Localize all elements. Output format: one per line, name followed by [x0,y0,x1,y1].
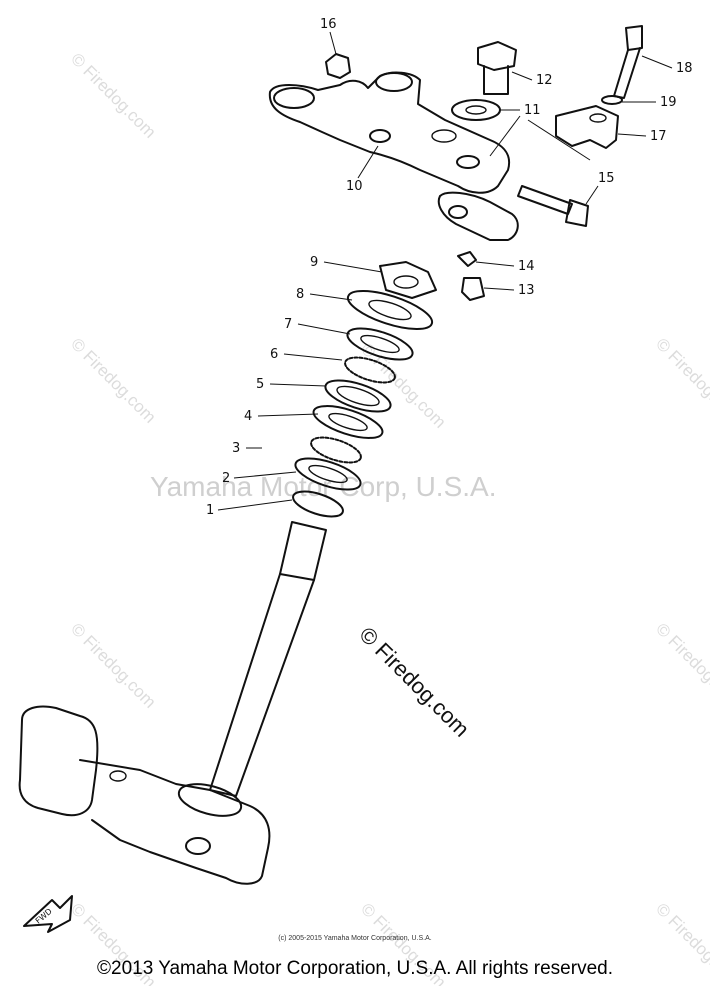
callouts: 1 2 3 4 5 6 7 8 9 10 11 12 13 14 15 16 1… [206,17,693,518]
callout-17: 17 [650,129,667,144]
callout-14: 14 [518,259,535,274]
callout-5: 5 [256,377,264,392]
callout-12: 12 [536,73,553,88]
callout-1: 1 [206,503,214,518]
fwd-arrow: FWD [23,895,73,933]
firedog-watermark-tl: © Firedog.com [67,49,159,141]
callout-15: 15 [598,171,615,186]
watermark-layer: Yamaha Motor Corp, U.S.A. © Firedog.com … [67,49,710,986]
firedog-watermark-br: © Firedog.com [652,619,710,711]
firedog-watermark-ml: © Firedog.com [67,334,159,426]
callout-19: 19 [660,95,677,110]
top-hardware [325,25,643,301]
callout-3: 3 [232,441,240,456]
callout-9: 9 [310,255,318,270]
callout-13: 13 [518,283,535,298]
callout-7: 7 [284,317,292,332]
firedog-watermark-tr: © Firedog.com [652,334,710,426]
callout-16: 16 [320,17,337,32]
callout-8: 8 [296,287,304,302]
fwd-label: FWD [34,907,54,926]
firedog-watermark-center: © Firedog.com [354,622,474,742]
callout-18: 18 [676,61,693,76]
copyright-small: (c) 2005-2015 Yamaha Motor Corporation, … [278,935,432,942]
firedog-watermark-bl: © Firedog.com [67,619,159,711]
bearing-stack [292,261,437,518]
steering-stem [18,521,327,885]
callout-10: 10 [346,179,363,194]
callout-4: 4 [244,409,252,424]
callout-2: 2 [222,471,230,486]
upper-bracket [268,71,519,241]
callout-6: 6 [270,347,278,362]
callout-11: 11 [524,103,541,118]
copyright-notice: ©2013 Yamaha Motor Corporation, U.S.A. A… [97,958,613,979]
center-watermark: Yamaha Motor Corp, U.S.A. [150,471,497,502]
